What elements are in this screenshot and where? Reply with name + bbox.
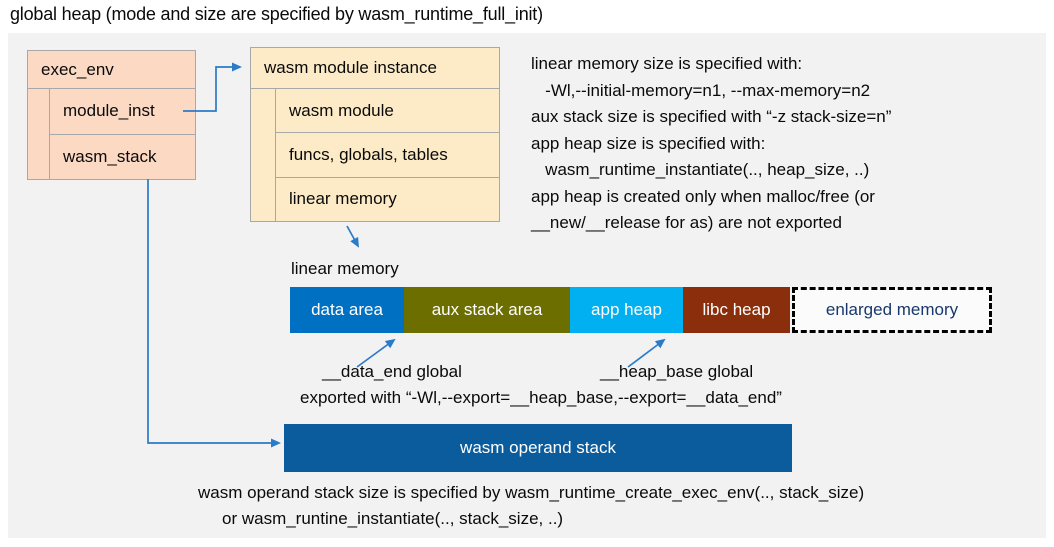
note-line: linear memory size is specified with: bbox=[531, 54, 803, 73]
segment-aux-stack-area: aux stack area bbox=[404, 287, 570, 333]
operand-stack-caption-line2: or wasm_runtine_instantiate(.., stack_si… bbox=[222, 509, 564, 528]
notes-block: linear memory size is specified with: -W… bbox=[531, 51, 891, 237]
segment-enlarged-memory: enlarged memory bbox=[792, 287, 992, 333]
heap-base-global-label: __heap_base global bbox=[600, 362, 754, 381]
module-instance-header: wasm module instance bbox=[251, 48, 499, 89]
wasm-operand-stack-bar: wasm operand stack bbox=[284, 424, 792, 472]
diagram-title: global heap (mode and size are specified… bbox=[10, 4, 543, 24]
module-instance-body: wasm module funcs, globals, tables linea… bbox=[251, 89, 499, 221]
exec-env-header: exec_env bbox=[28, 51, 195, 89]
note-line: aux stack size is specified with “-z sta… bbox=[531, 107, 892, 126]
linear-memory-label: linear memory bbox=[291, 259, 399, 278]
exec-env-body: module_inst wasm_stack bbox=[28, 89, 195, 179]
segment-data-area: data area bbox=[290, 287, 404, 333]
note-line: wasm_runtime_instantiate(.., heap_size, … bbox=[531, 160, 870, 179]
module-instance-box: wasm module instance wasm module funcs, … bbox=[250, 47, 500, 222]
exec-env-row-module-inst: module_inst bbox=[50, 89, 195, 135]
exec-env-row-wasm-stack: wasm_stack bbox=[63, 146, 157, 166]
segment-app-heap: app heap bbox=[570, 287, 683, 333]
module-instance-left-strip bbox=[251, 89, 276, 221]
operand-stack-caption-line1: wasm operand stack size is specified by … bbox=[198, 483, 865, 502]
note-line: -Wl,--initial-memory=n1, --max-memory=n2 bbox=[531, 80, 871, 100]
module-instance-row-wasm-module: wasm module bbox=[276, 89, 499, 134]
exec-env-box: exec_env module_inst wasm_stack bbox=[27, 50, 196, 180]
note-line: __new/__release for as) are not exported bbox=[531, 213, 842, 232]
exported-with-label: exported with “-Wl,--export=__heap_base,… bbox=[300, 388, 782, 407]
module-instance-row-funcs-globals-tables: funcs, globals, tables bbox=[276, 133, 499, 178]
note-line: app heap is created only when malloc/fre… bbox=[531, 186, 875, 206]
note-line: app heap size is specified with: bbox=[531, 133, 766, 153]
data-end-global-label: __data_end global bbox=[322, 362, 462, 381]
module-instance-row-linear-memory: linear memory bbox=[289, 189, 397, 209]
segment-libc-heap: libc heap bbox=[683, 287, 790, 333]
exec-env-left-strip bbox=[28, 89, 50, 179]
